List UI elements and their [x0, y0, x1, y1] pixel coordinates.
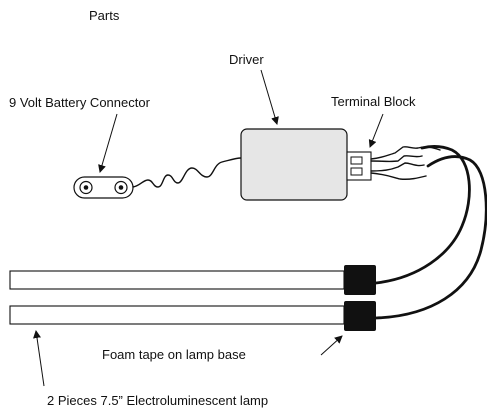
battery-connector — [73, 176, 134, 199]
terminal-block-body — [346, 151, 372, 181]
terminal-block-label: Terminal Block — [331, 94, 416, 109]
lamp-strip-1 — [9, 265, 376, 295]
battery-connector-arrow — [98, 113, 118, 173]
foam-tape-arrow — [320, 335, 343, 356]
lamp-cable-upper — [374, 144, 471, 285]
driver-box — [240, 128, 348, 201]
lamp-label: 2 Pieces 7.5” Electroluminescent lamp — [47, 393, 268, 408]
lamp-strip-2 — [9, 301, 376, 331]
lamp-cable-lower — [374, 155, 487, 320]
lamp-arrow — [33, 330, 45, 387]
lamp-strip-1-body — [9, 270, 345, 290]
battery-snap-left-center — [83, 185, 89, 190]
terminal-wires — [370, 146, 441, 180]
terminal-block-arrow — [368, 113, 384, 148]
terminal-slot-top — [350, 156, 363, 165]
diagram-title: Parts — [89, 8, 120, 23]
battery-connector-label: 9 Volt Battery Connector — [9, 95, 151, 110]
lamp-strip-2-base — [344, 301, 376, 331]
lamp-strip-2-body — [9, 305, 345, 325]
driver-arrow — [260, 69, 279, 125]
lamp-strip-1-base — [344, 265, 376, 295]
terminal-block — [346, 151, 372, 181]
battery-snap-right-center — [118, 185, 124, 190]
terminal-slot-bottom — [350, 167, 363, 176]
foam-tape-label: Foam tape on lamp base — [102, 347, 246, 362]
battery-wire — [132, 157, 242, 188]
driver-label: Driver — [229, 52, 264, 67]
